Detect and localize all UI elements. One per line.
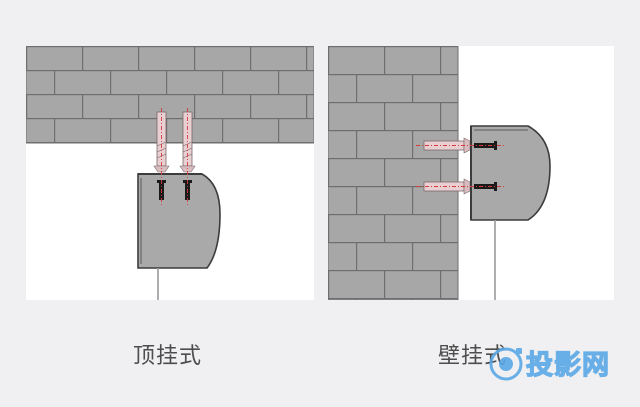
wall-mount-panel <box>328 46 614 300</box>
ceiling-mount-panel <box>26 46 314 300</box>
wall-mount-illustration <box>328 46 551 300</box>
watermark-logo: 投影网 <box>489 347 610 382</box>
svg-text:投影网: 投影网 <box>526 350 610 381</box>
ceiling-centerlines <box>161 108 188 206</box>
ceiling-mount-caption: 顶挂式 <box>133 344 203 369</box>
wall-brickwork <box>328 46 459 300</box>
ceiling-screen-housing <box>137 173 221 269</box>
ceiling-brickwork <box>26 46 314 144</box>
wall-centerlines <box>416 145 504 187</box>
ceiling-mount-illustration <box>26 46 314 300</box>
wall-screen-housing <box>470 125 551 221</box>
